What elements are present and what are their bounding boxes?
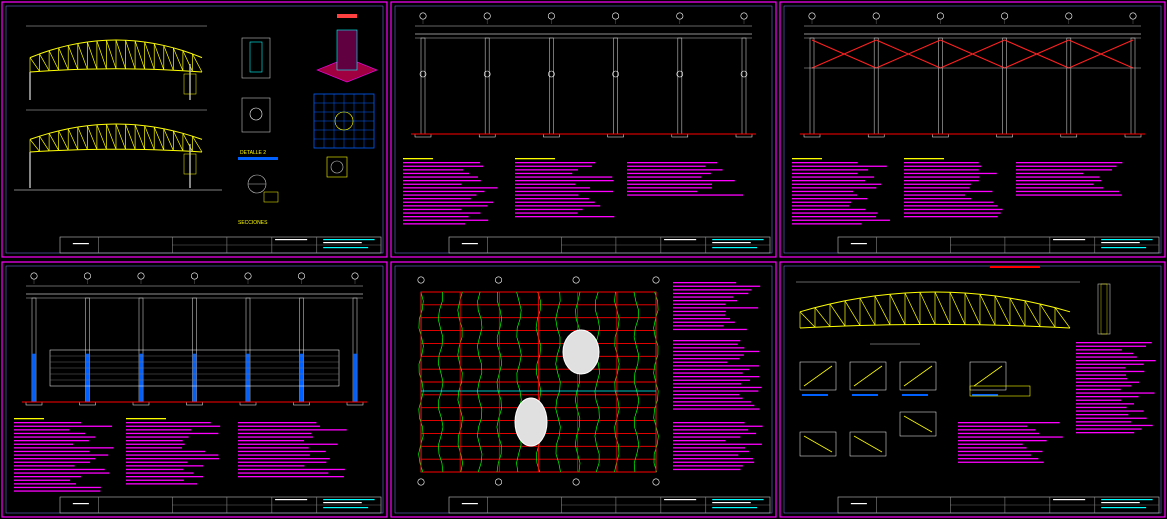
column-joint	[483, 70, 491, 78]
grid-bubble	[572, 276, 580, 284]
notes-specs	[627, 162, 744, 196]
anchor-bolt-detail	[249, 41, 263, 73]
grid-bubble	[652, 478, 660, 486]
column-joint	[676, 70, 684, 78]
title-block	[59, 236, 382, 254]
column-detail	[183, 153, 197, 175]
notes-details	[958, 422, 1063, 463]
x-bracing	[875, 39, 941, 69]
grid-bubble	[652, 276, 660, 284]
sheet-roof-plan-grid	[390, 261, 777, 518]
grid-bubbles	[808, 12, 1137, 24]
main-truss	[799, 291, 1071, 329]
column-fill	[353, 353, 357, 403]
pedestal-title	[337, 14, 357, 18]
skylight-opening	[514, 397, 548, 447]
small-footing	[326, 156, 348, 178]
grid-bubble	[495, 276, 503, 284]
small-footing-circle	[330, 160, 344, 174]
notes-roof-3	[673, 422, 763, 471]
notes-steel	[904, 162, 1003, 218]
grid-bubble	[495, 478, 503, 486]
notes-specs	[238, 422, 347, 478]
detail-2-label: DETALLE 2	[240, 150, 266, 156]
skylight-opening	[562, 329, 600, 375]
connection-details	[799, 361, 1031, 457]
sheet-front-elevation-columns	[390, 1, 777, 258]
column-joint	[740, 70, 748, 78]
column-fill	[299, 353, 304, 403]
x-bracing	[1068, 39, 1134, 69]
notes-steel	[515, 162, 615, 218]
column-joint	[612, 70, 619, 78]
column-joint	[548, 70, 555, 78]
grid-bubble	[572, 478, 580, 486]
title-block	[837, 236, 1160, 254]
title-block	[59, 496, 382, 514]
x-bracing	[1004, 39, 1070, 69]
sections-label: SECCIONES	[238, 220, 268, 226]
column-fill	[85, 353, 90, 403]
x-bracing	[811, 39, 877, 69]
roof-plan	[418, 291, 659, 473]
column-fill	[139, 353, 143, 403]
grid-bubbles	[30, 272, 359, 284]
notes-roof-1	[673, 282, 761, 331]
x-bracing	[940, 39, 1005, 69]
notes-specs	[1016, 162, 1123, 196]
detail-underline	[238, 157, 278, 160]
title-block	[448, 236, 771, 254]
column-fill	[32, 353, 36, 403]
column-fill	[192, 353, 197, 403]
column-detail	[183, 73, 197, 95]
sheet-side-elevation	[1, 261, 388, 518]
grid-bubble	[417, 276, 425, 284]
title-block	[837, 496, 1160, 514]
notes-general	[14, 422, 114, 492]
notes-general	[792, 162, 890, 225]
plate-section	[241, 97, 271, 133]
notes-steel	[126, 422, 221, 485]
notes-general	[403, 162, 498, 225]
notes-roof-2	[673, 340, 762, 410]
notes-truss	[1076, 342, 1156, 434]
pedestal-column	[336, 29, 358, 71]
grid-bubble	[417, 478, 425, 486]
sheet-border	[1, 1, 388, 258]
title-block	[448, 496, 771, 514]
section-detail	[263, 191, 279, 203]
sheet-braced-elevation	[779, 1, 1166, 258]
sheet-heading	[990, 266, 1040, 268]
truss-elevation-2	[29, 123, 203, 153]
sheet-truss-elevations-and-details: DETALLE 2 SECCIONES	[1, 1, 388, 258]
grid-bubbles	[419, 12, 748, 24]
column-joint	[419, 70, 427, 78]
sheet-border	[390, 1, 777, 258]
sheet-border	[779, 1, 1166, 258]
truss-elevation-1	[29, 39, 203, 73]
sheet-truss-detail-sheet	[779, 261, 1166, 518]
bolt-circle	[249, 107, 263, 121]
base-plate-detail	[241, 37, 271, 79]
column-fill	[246, 353, 250, 403]
footing-plan	[313, 93, 375, 149]
